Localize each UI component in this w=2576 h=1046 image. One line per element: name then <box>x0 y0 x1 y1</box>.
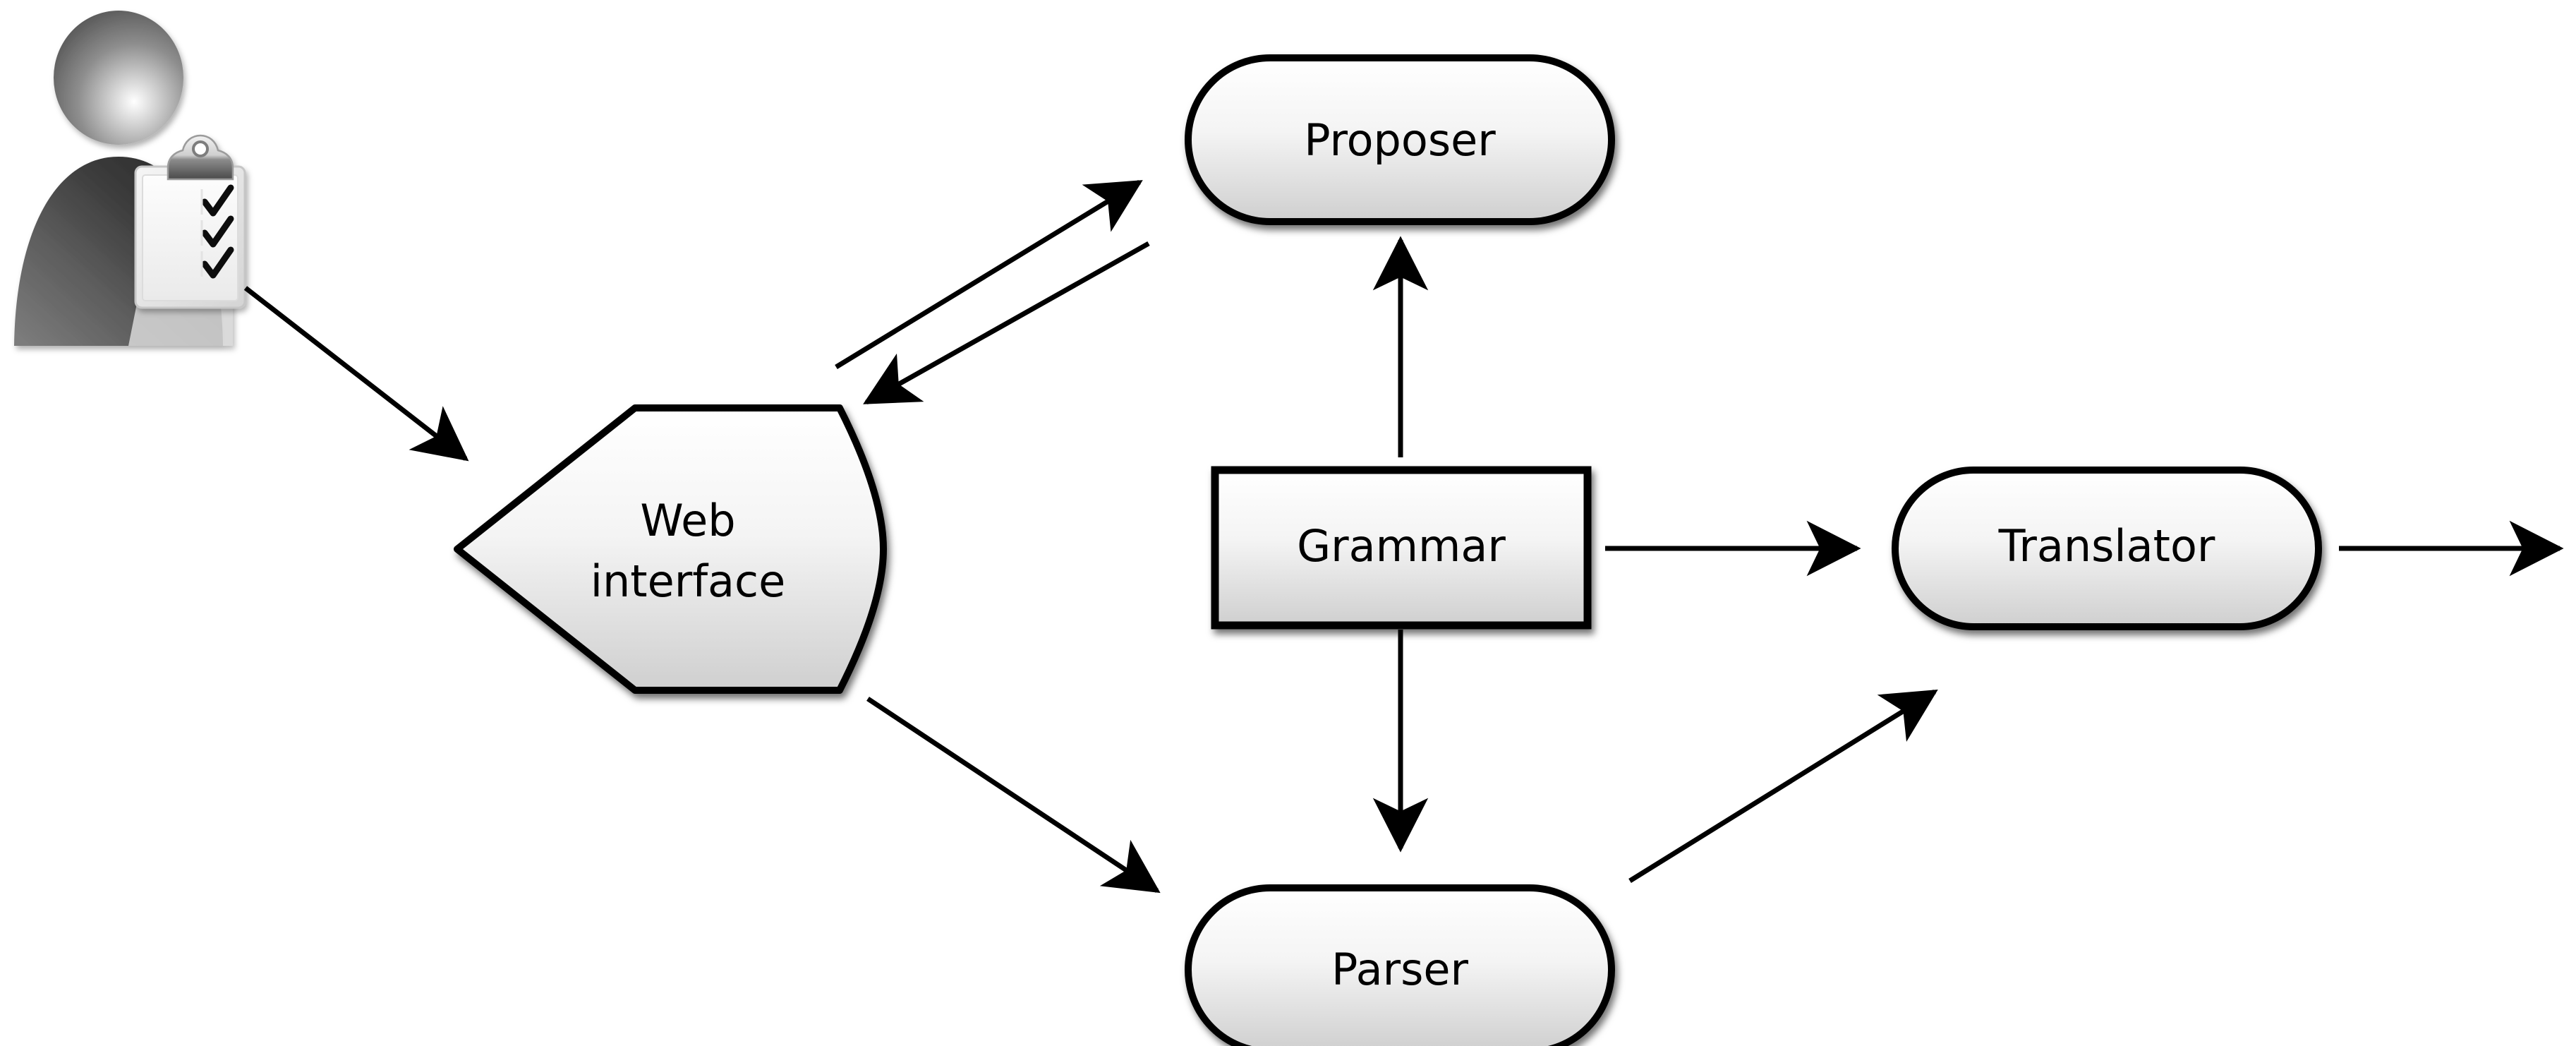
edge-parser-to-translator <box>1628 690 1938 883</box>
proposer-label: Proposer <box>1304 114 1496 166</box>
node-proposer[interactable]: Proposer <box>1185 54 1615 225</box>
checkmark-icon <box>201 184 234 217</box>
grammar-shape[interactable] <box>1211 466 1592 630</box>
web-interface-shape[interactable] <box>454 404 887 694</box>
edge-proposer-to-web <box>863 241 1150 405</box>
node-grammar[interactable]: Grammar <box>1211 466 1592 630</box>
web-interface-label-line1: Web <box>640 495 735 546</box>
clipboard-checkmarks <box>201 184 234 279</box>
clipboard-clip-hole <box>192 140 209 157</box>
edge-web-to-parser <box>866 697 1161 894</box>
edge-web-to-proposer <box>835 180 1143 369</box>
parser-label: Parser <box>1331 944 1469 995</box>
translator-shape[interactable] <box>1892 467 2322 630</box>
proposer-shape[interactable] <box>1185 54 1615 225</box>
user-head-icon <box>54 11 183 145</box>
node-web-interface[interactable]: Web interface <box>454 404 887 694</box>
grammar-label: Grammar <box>1297 520 1506 572</box>
diagram-edges <box>243 180 2564 894</box>
clipboard-icon <box>134 134 246 309</box>
checkmark-icon <box>201 215 234 248</box>
translator-label: Translator <box>1998 520 2215 572</box>
checkmark-icon <box>201 246 234 279</box>
edge-user-to-web <box>243 286 469 462</box>
web-interface-label-line2: interface <box>591 555 786 607</box>
node-translator[interactable]: Translator <box>1892 467 2322 630</box>
node-parser[interactable]: Parser <box>1185 884 1615 1046</box>
parser-shape[interactable] <box>1185 884 1615 1046</box>
